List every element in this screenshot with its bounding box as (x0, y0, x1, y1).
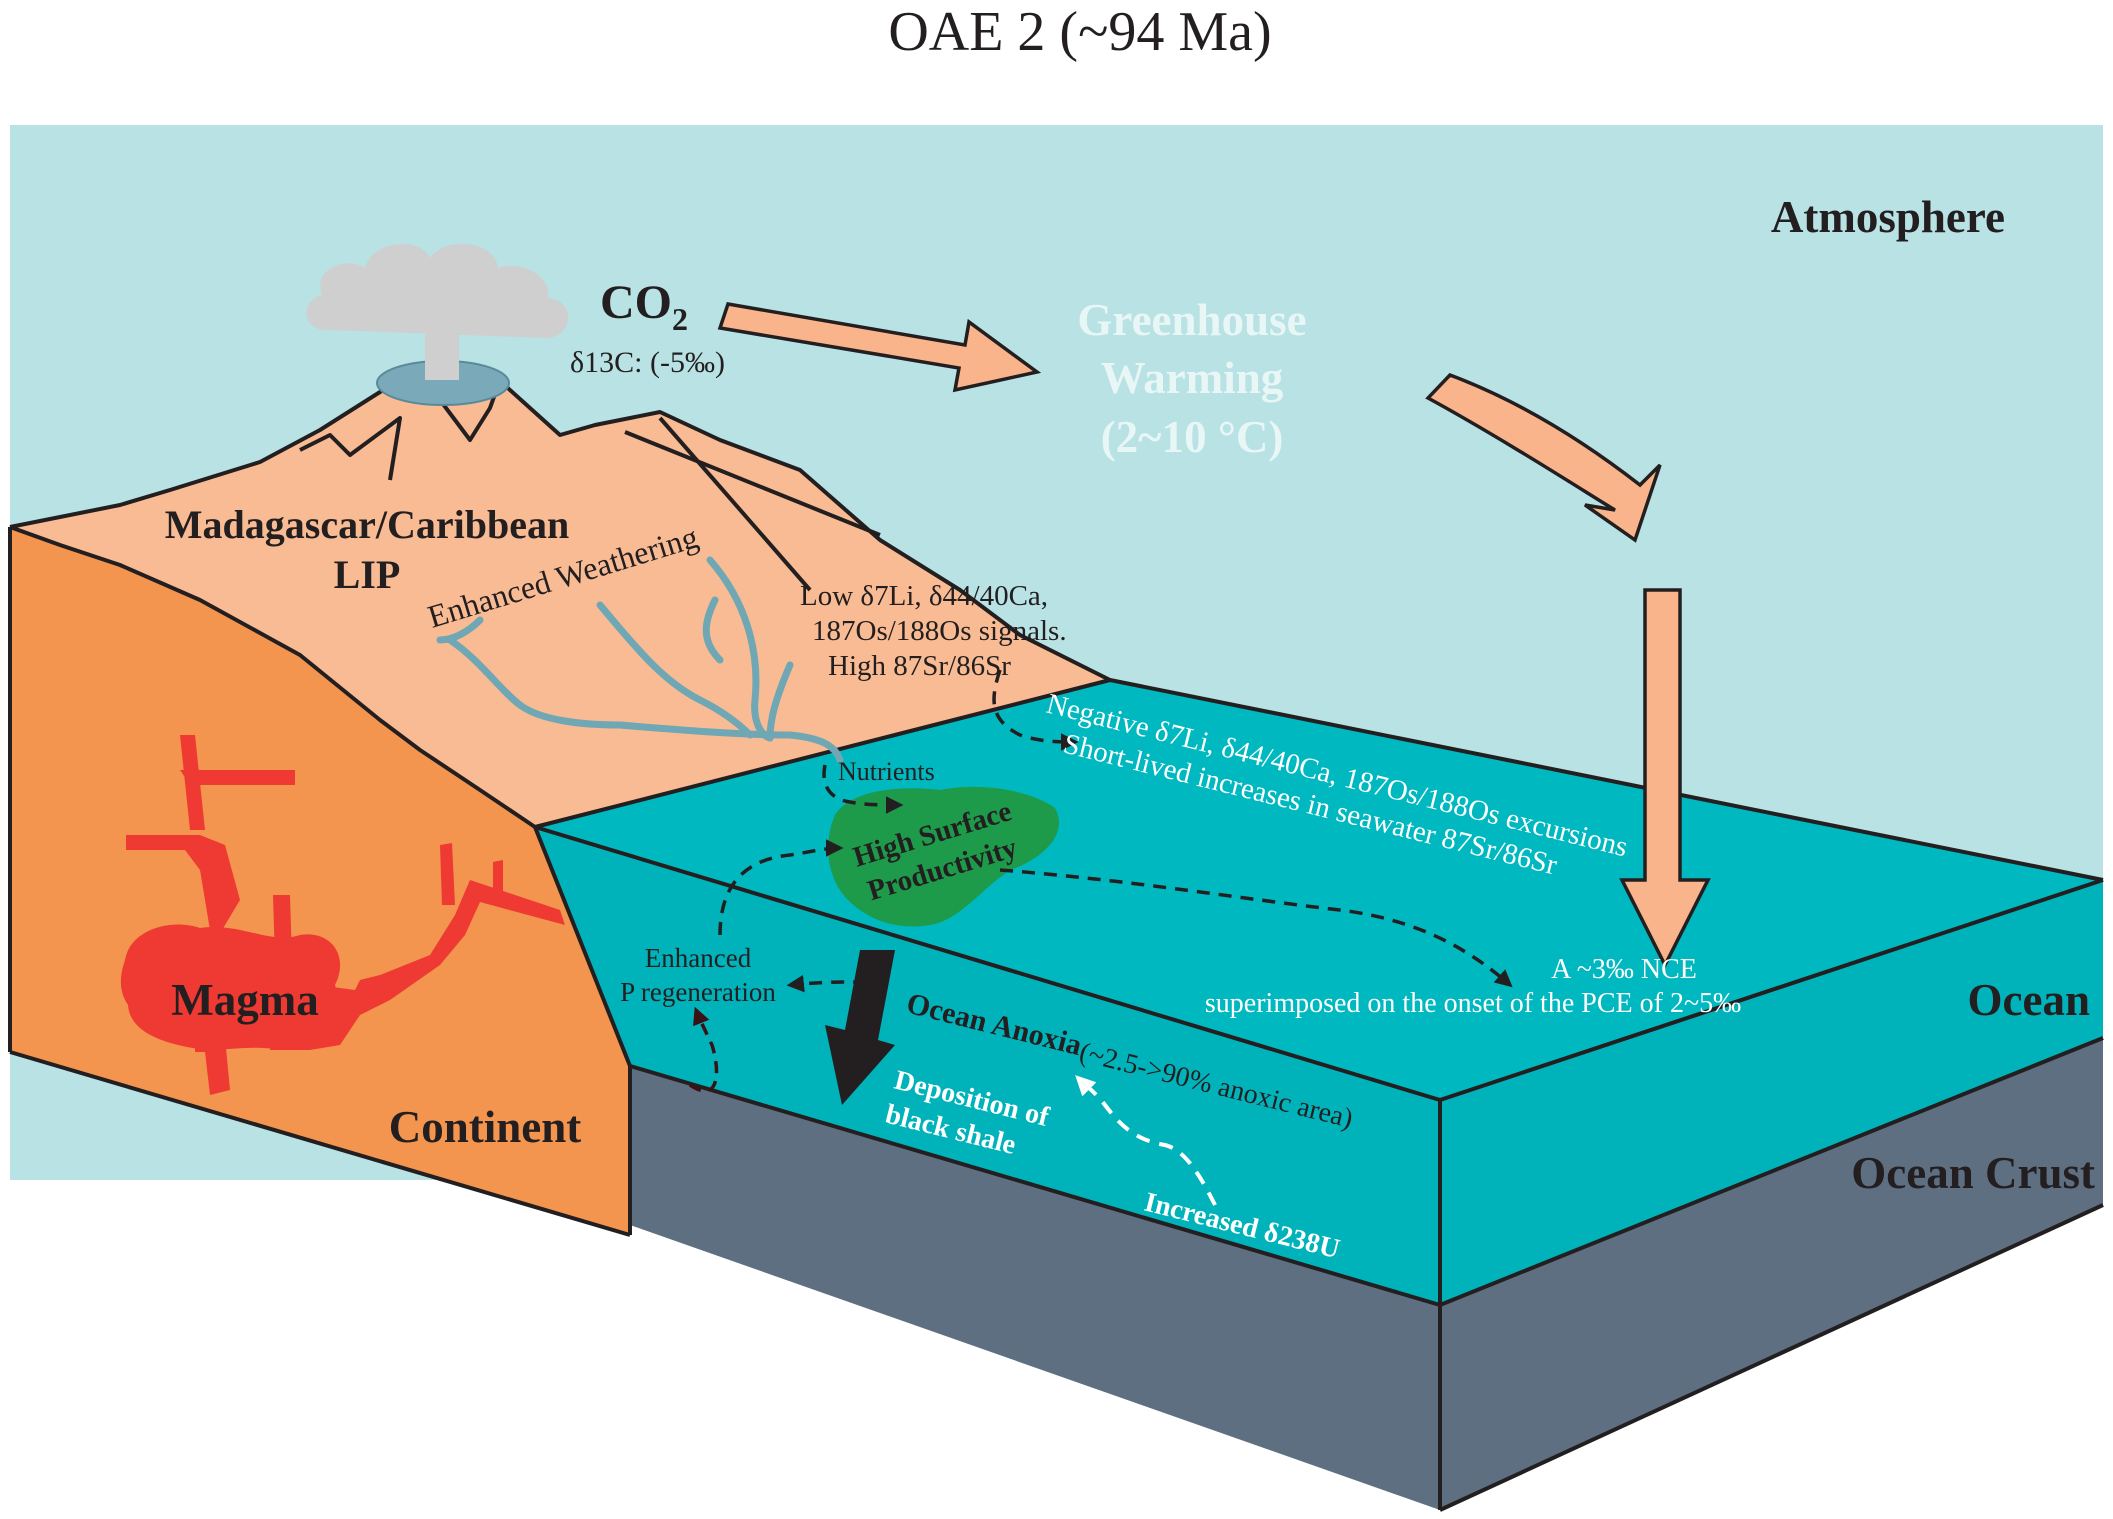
ocean-crust-right (1440, 1038, 2103, 1510)
ocean-right-face (1440, 880, 2103, 1305)
svg-text:Enhanced: Enhanced (645, 943, 752, 973)
river-network (436, 556, 844, 764)
p-regeneration-label: Enhanced P regeneration (620, 943, 776, 1007)
nce-label: A ~3‰ NCE superimposed on the onset of t… (1205, 954, 1741, 1019)
magma-label: Magma (171, 975, 318, 1025)
nutrients-arrow (822, 764, 904, 814)
co2-label: CO2 (600, 276, 688, 337)
svg-text:P regeneration: P regeneration (620, 977, 776, 1007)
continent-label: Continent (389, 1102, 582, 1152)
svg-text:LIP: LIP (334, 552, 401, 597)
diagram-title: OAE 2 (~94 Ma) (888, 1, 1271, 63)
magma-plumbing (120, 735, 565, 1095)
continent-top (10, 360, 1110, 827)
p-regen-recycle-arrow (689, 1006, 719, 1093)
ocean-label: Ocean (1968, 975, 2090, 1025)
svg-text:Warming: Warming (1101, 353, 1284, 403)
svg-text:Madagascar/Caribbean: Madagascar/Caribbean (165, 502, 569, 547)
signals-to-ocean-arrow (992, 669, 1079, 751)
productivity-to-nce-arrow (999, 868, 1513, 988)
atmosphere-label: Atmosphere (1771, 192, 2005, 242)
svg-text:High 87Sr/86Sr: High 87Sr/86Sr (828, 650, 1011, 682)
svg-text:Greenhouse: Greenhouse (1077, 295, 1306, 345)
svg-text:Low δ7Li, δ44/40Ca,: Low δ7Li, δ44/40Ca, (800, 580, 1048, 612)
greenhouse-warming-label: Greenhouse Warming (2~10 °C) (1077, 295, 1306, 462)
ash-cloud (306, 243, 569, 338)
deposition-arrow (825, 950, 895, 1105)
ocean-front-face (535, 827, 1440, 1305)
svg-text:(2~10 °C): (2~10 °C) (1101, 412, 1284, 462)
p-regen-to-productivity-arrow (718, 839, 844, 936)
svg-text:superimposed on the onset of t: superimposed on the onset of the PCE of … (1205, 988, 1741, 1019)
svg-text:A ~3‰ NCE: A ~3‰ NCE (1551, 954, 1697, 985)
productivity-bloom (828, 786, 1059, 927)
svg-text:187Os/188Os signals.: 187Os/188Os signals. (812, 615, 1067, 647)
continent-side (10, 527, 630, 1235)
ocean-surface (535, 680, 2103, 1100)
ocean-crust-front (630, 1066, 1440, 1510)
block-edges (8, 358, 2104, 1512)
co2-isotope-label: δ13C: (-5‰) (570, 346, 725, 379)
uranium-arrow (1075, 1075, 1217, 1206)
ocean-crust-label: Ocean Crust (1851, 1148, 2095, 1198)
co2-to-warming-arrow (717, 302, 1042, 393)
lip-label: Madagascar/Caribbean LIP (165, 502, 569, 597)
warming-down-arrow (1619, 588, 1711, 969)
nutrients-label: Nutrients (838, 757, 935, 786)
warming-to-ocean-curved-arrow (1425, 372, 1662, 543)
continental-signals-label: Low δ7Li, δ44/40Ca, 187Os/188Os signals.… (800, 580, 1067, 682)
anoxia-to-p-regen-arrow (786, 974, 889, 993)
